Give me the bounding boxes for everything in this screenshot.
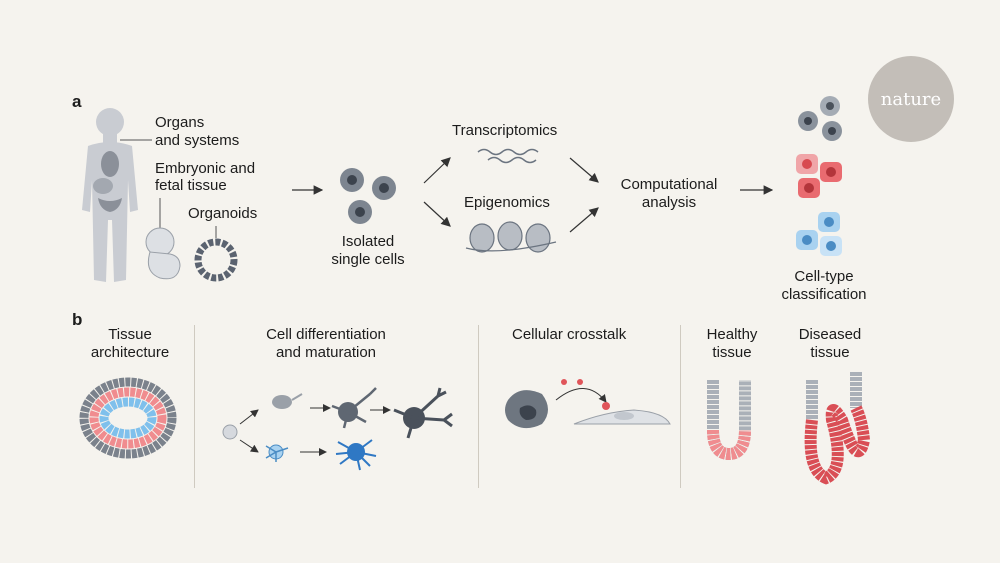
- diseased-tissue-label-line2: tissue: [810, 344, 850, 361]
- organoid-icon: [194, 238, 238, 282]
- arrow-to-transcriptomics: [423, 157, 451, 184]
- rna-strands-icon: [477, 148, 539, 164]
- nature-logo: nature: [868, 56, 954, 142]
- panel-a-letter: a: [72, 92, 82, 111]
- chromatin-icon: [465, 221, 557, 253]
- panel-b-letter: b: [72, 310, 83, 329]
- differentiation-label-line2: and maturation: [275, 344, 377, 361]
- healthy-tissue-label-line2: tissue: [712, 344, 752, 361]
- red-cell-cluster-icon: [796, 154, 842, 198]
- diseased-tissue-label-line1: Diseased: [798, 326, 862, 343]
- diseased-tissue-icon: [804, 372, 871, 485]
- organs-label-line2: and systems: [155, 132, 240, 149]
- divider: [478, 325, 479, 488]
- healthy-tissue-icon: [707, 380, 751, 461]
- crosstalk-icon: [505, 379, 671, 429]
- celltype-label-line2: classification: [781, 286, 867, 303]
- arrow-from-epigenomics: [569, 207, 599, 233]
- crosstalk-label: Cellular crosstalk: [512, 326, 627, 343]
- grey-cell-cluster-icon: [798, 96, 842, 141]
- tissue-architecture-icon: [79, 377, 177, 459]
- isolated-cells-icon: [340, 168, 396, 224]
- computational-label-line2: analysis: [641, 194, 697, 211]
- arrow-from-transcriptomics: [569, 157, 599, 183]
- embryonic-label-line2: fetal tissue: [155, 177, 227, 194]
- transcriptomics-label: Transcriptomics: [452, 122, 558, 139]
- embryonic-label-line1: Embryonic and: [155, 160, 256, 177]
- computational-label-line1: Computational: [620, 176, 718, 193]
- embryo-icon: [145, 227, 181, 280]
- tissue-architecture-label-line2: architecture: [90, 344, 170, 361]
- tissue-architecture-label-line1: Tissue: [108, 326, 152, 343]
- epigenomics-label: Epigenomics: [464, 194, 550, 211]
- organoids-label: Organoids: [188, 205, 258, 222]
- healthy-tissue-label-line1: Healthy: [706, 326, 758, 343]
- human-body-icon: [82, 108, 138, 282]
- differentiation-diagram-icon: [222, 387, 453, 471]
- divider: [194, 325, 195, 488]
- blue-cell-cluster-icon: [796, 212, 842, 256]
- organs-label-line1: Organs: [155, 114, 205, 131]
- divider: [680, 325, 681, 488]
- arrow-to-epigenomics: [423, 201, 451, 227]
- differentiation-label-line1: Cell differentiation: [266, 326, 386, 343]
- isolated-label-line2: single cells: [331, 251, 405, 268]
- isolated-label-line1: Isolated: [341, 233, 395, 250]
- organs-icon: [93, 151, 122, 212]
- celltype-label-line1: Cell-type: [794, 268, 854, 285]
